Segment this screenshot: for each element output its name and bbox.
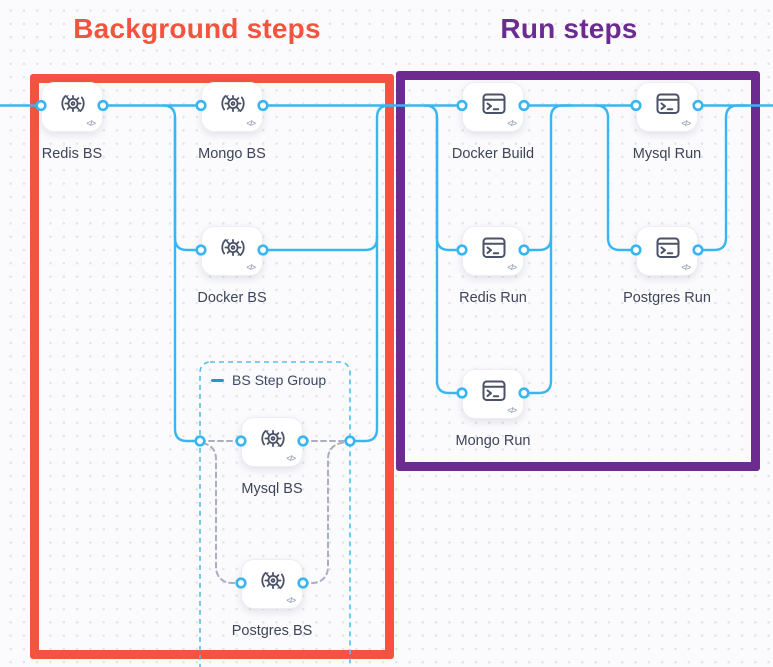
code-badge-icon: </>: [86, 119, 96, 128]
node-label: Mongo BS: [198, 146, 266, 162]
code-badge-icon: </>: [507, 263, 517, 272]
code-badge-icon: </>: [507, 119, 517, 128]
code-badge-icon: </>: [681, 119, 691, 128]
background-steps-title: Background steps: [73, 13, 321, 44]
connection-port[interactable]: [456, 99, 468, 112]
connector-wire: [161, 104, 203, 252]
background-step-icon: [61, 94, 85, 113]
terminal-icon: [482, 380, 506, 401]
code-badge-icon: </>: [246, 263, 256, 272]
run-steps-annotation-box: [396, 71, 760, 471]
run-steps-title: Run steps: [500, 13, 638, 44]
connector-wire: [696, 104, 749, 252]
connector-dashed: [302, 440, 349, 584]
background-step-icon: [221, 238, 245, 257]
connection-port[interactable]: [456, 244, 468, 256]
connection-port[interactable]: [630, 99, 642, 112]
node-label: Docker Build: [451, 146, 535, 162]
connection-port[interactable]: [344, 435, 356, 447]
connection-port[interactable]: [257, 99, 269, 112]
connector-wire: [435, 116, 464, 395]
connection-port[interactable]: [692, 244, 704, 256]
connection-port[interactable]: [235, 577, 247, 589]
node-label: Docker BS: [197, 290, 267, 306]
code-badge-icon: </>: [507, 406, 517, 415]
node-label: Redis Run: [459, 290, 527, 306]
connection-port[interactable]: [35, 99, 47, 112]
connector-wire: [522, 104, 574, 252]
background-step-icon: [261, 571, 285, 590]
node-label: Postgres BS: [231, 623, 313, 639]
step-node-postgres-bs[interactable]: </>: [241, 559, 303, 609]
step-node-mysql-run[interactable]: </>: [636, 82, 698, 132]
node-label: Mongo Run: [455, 433, 531, 449]
connector-wire: [348, 234, 379, 443]
step-node-mysql-bs[interactable]: </>: [241, 417, 303, 467]
node-label: Redis BS: [41, 146, 103, 162]
background-steps-annotation-box: [30, 74, 394, 659]
node-label: Postgres Run: [623, 290, 711, 306]
connector-dashed: [202, 442, 242, 584]
connection-port[interactable]: [235, 435, 247, 447]
code-badge-icon: </>: [246, 119, 256, 128]
connection-port[interactable]: [518, 387, 530, 399]
connection-port[interactable]: [257, 244, 269, 256]
step-node-redis-run[interactable]: </>: [462, 226, 524, 276]
code-badge-icon: </>: [286, 454, 296, 463]
connector-wire: [173, 116, 202, 443]
connection-port[interactable]: [297, 577, 309, 589]
connection-port[interactable]: [630, 244, 642, 256]
step-node-docker-build[interactable]: </>: [462, 82, 524, 132]
connection-port[interactable]: [456, 387, 468, 399]
node-label: Mysql BS: [241, 481, 303, 497]
collapse-group-icon[interactable]: [211, 378, 224, 382]
bs-step-group-box[interactable]: [199, 361, 351, 667]
connector-wire: [522, 234, 553, 395]
connection-port[interactable]: [194, 435, 206, 447]
connection-port[interactable]: [195, 244, 207, 256]
connector-wire: [423, 104, 464, 252]
connection-port[interactable]: [518, 244, 530, 256]
connection-port[interactable]: [195, 99, 207, 112]
connection-port[interactable]: [518, 99, 530, 112]
connection-port[interactable]: [97, 99, 109, 112]
node-label: Mysql Run: [632, 146, 702, 162]
ports-layer: [35, 99, 704, 589]
terminal-icon: [656, 93, 680, 114]
background-step-icon: [261, 429, 285, 448]
bs-step-group-header: BS Step Group: [211, 372, 326, 388]
code-badge-icon: </>: [681, 263, 691, 272]
code-badge-icon: </>: [286, 596, 296, 605]
connector-wire: [594, 104, 638, 252]
connection-port[interactable]: [692, 99, 704, 112]
terminal-icon: [656, 237, 680, 258]
bs-step-group-label: BS Step Group: [232, 372, 327, 388]
terminal-icon: [482, 93, 506, 114]
connection-port[interactable]: [297, 435, 309, 447]
connector-wire: [261, 104, 395, 252]
background-step-icon: [221, 94, 245, 113]
terminal-icon: [482, 237, 506, 258]
step-node-redis-bs[interactable]: </>: [41, 82, 103, 132]
